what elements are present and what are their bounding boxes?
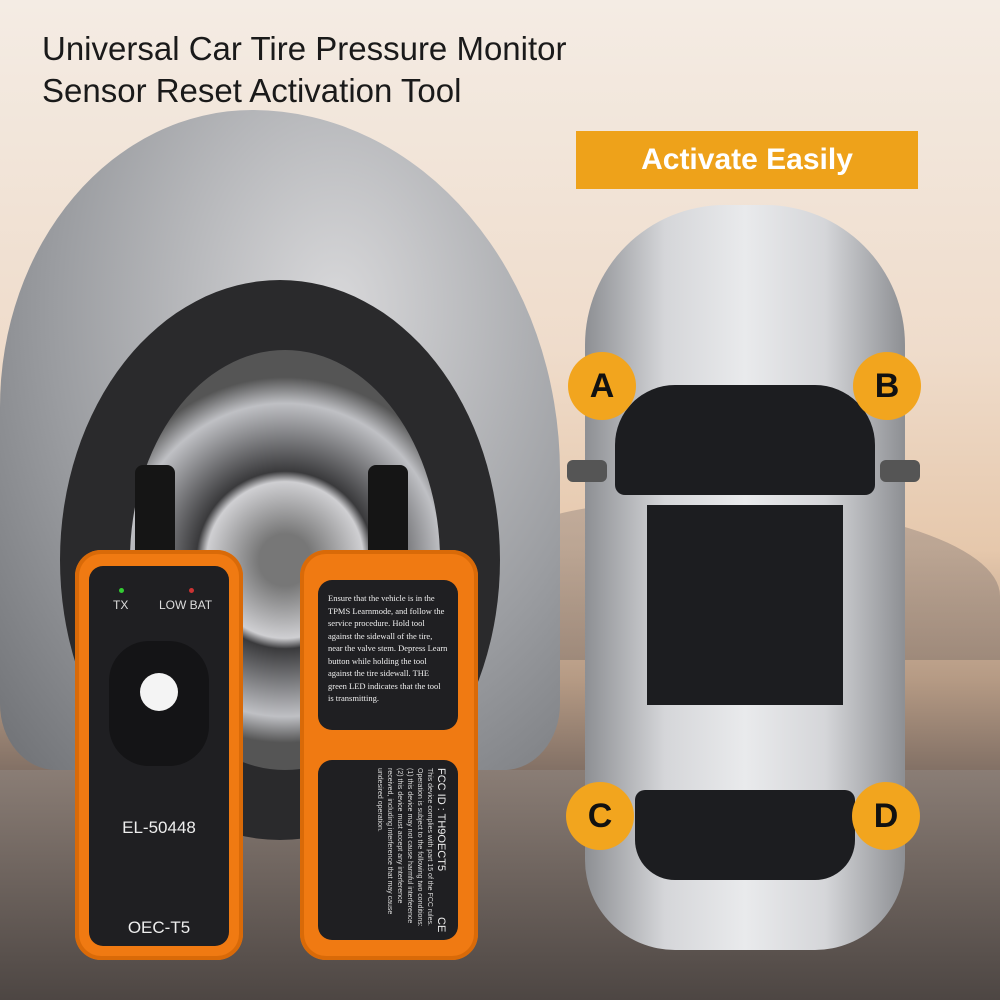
rear-window (635, 790, 855, 880)
tx-led (119, 588, 124, 593)
lowbat-led (189, 588, 194, 593)
wheel-marker-d: D (852, 782, 920, 850)
product-title: Universal Car Tire Pressure Monitor Sens… (42, 28, 742, 112)
lowbat-label: LOW BAT (159, 598, 213, 612)
right-mirror (880, 460, 920, 482)
title-line-2: Sensor Reset Activation Tool (42, 72, 462, 109)
wheel-marker-a: A (568, 352, 636, 420)
fcc-id: FCC ID : TH9OECT5 (435, 768, 447, 872)
front-face: TX LOW BAT EL-50448 OEC-T5 (89, 566, 229, 946)
front-antenna (135, 465, 175, 555)
tx-label: TX (113, 598, 129, 612)
instruction-label: Ensure that the vehicle is in the TPMS L… (318, 580, 458, 730)
left-mirror (567, 460, 607, 482)
wheel-marker-c: C (566, 782, 634, 850)
car-top-view (585, 205, 905, 950)
activate-banner: Activate Easily (576, 131, 918, 189)
device-back: Ensure that the vehicle is in the TPMS L… (300, 550, 478, 960)
device-front: TX LOW BAT EL-50448 OEC-T5 (75, 550, 243, 960)
ce-mark: CE (435, 916, 447, 932)
wheel-marker-b: B (853, 352, 921, 420)
brand-label: OEC-T5 (127, 918, 191, 937)
windshield (615, 385, 875, 495)
title-line-1: Universal Car Tire Pressure Monitor (42, 30, 567, 67)
sunroof (647, 505, 843, 705)
back-antenna (368, 465, 408, 555)
model-label: EL-50448 (122, 818, 196, 837)
instruction-text: Ensure that the vehicle is in the TPMS L… (328, 593, 448, 703)
fcc-text: This device complies with part 15 of the… (376, 768, 433, 927)
learn-button[interactable] (140, 673, 178, 711)
